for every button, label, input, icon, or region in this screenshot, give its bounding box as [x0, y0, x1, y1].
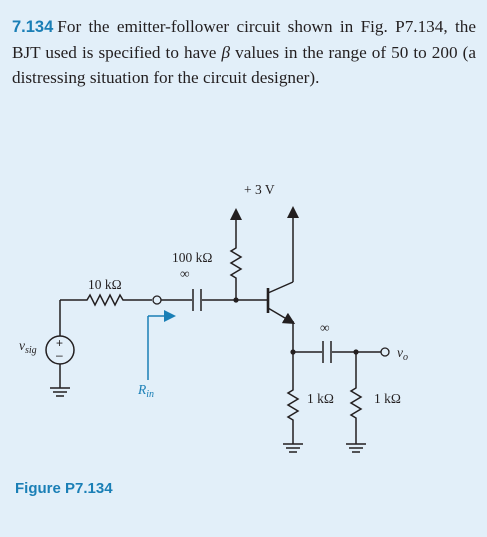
rin-label: Rin [137, 382, 154, 400]
source-resistor-label: 10 kΩ [88, 277, 122, 292]
source-ground-icon [50, 387, 70, 397]
figure-caption: Figure P7.134 [15, 480, 113, 497]
problem-number: 7.134 [12, 18, 54, 36]
output-coupling-capacitor [322, 341, 332, 363]
base-junction-dot [233, 297, 239, 303]
emitter-resistor [286, 386, 300, 444]
supply-voltage-label: + 3 V [244, 182, 275, 197]
emitter-ground-icon [283, 443, 303, 453]
output-terminal [380, 347, 390, 357]
input-coupling-capacitor [192, 289, 202, 311]
source-minus-sign: – [56, 348, 63, 362]
source-resistor [60, 293, 152, 307]
npn-transistor [266, 281, 296, 325]
rin-indicator-arrow [147, 310, 176, 380]
input-cap-infinity-label: ∞ [180, 266, 190, 281]
output-cap-infinity-label: ∞ [320, 320, 330, 335]
source-plus-sign: + [56, 336, 63, 350]
input-terminal [152, 295, 162, 305]
load-resistor [349, 384, 363, 444]
output-voltage-label: vo [397, 345, 408, 363]
beta-symbol: β [221, 43, 231, 62]
problem-text-part-1: For the emitter-follower circuit shown i… [12, 17, 476, 62]
load-ground-icon [346, 443, 366, 453]
problem-text-part-2: values in the range of 50 to 200 (a dist… [12, 43, 476, 87]
base-bias-resistor [229, 242, 243, 282]
signal-source-label: vsig [19, 338, 37, 356]
base-resistor-label: 100 kΩ [172, 250, 212, 265]
emitter-resistor-label: 1 kΩ [307, 391, 334, 406]
load-resistor-label: 1 kΩ [374, 391, 401, 406]
